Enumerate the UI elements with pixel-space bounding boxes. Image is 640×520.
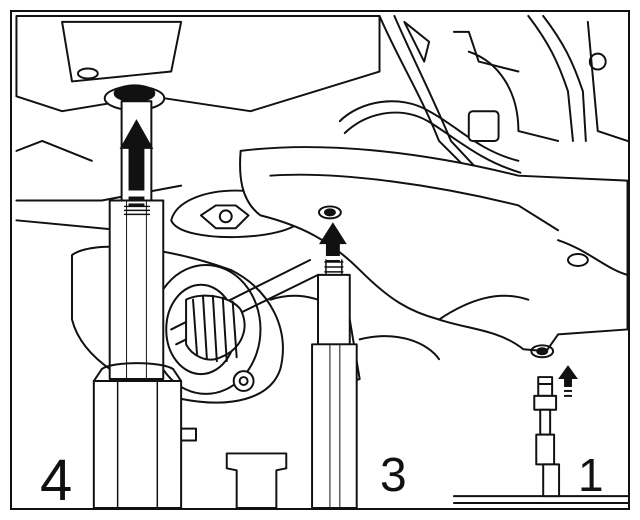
jack-4 [92,84,183,508]
small-lift-arrow-icon [558,365,578,397]
lower-parts [175,427,628,508]
control-arm [239,146,628,359]
jack-1 [533,376,561,498]
callout-3: 3 [380,449,407,502]
arrow-dashes [128,196,340,262]
lift-arrow-icon [119,119,347,257]
vehicle-underbody [15,14,381,232]
suspension-illustration [15,14,628,508]
brake-lines [338,14,628,174]
callout-4: 4 [40,448,73,510]
figure-frame: 4 3 1 [10,10,630,510]
cv-boot [170,259,320,363]
jack-3 [311,259,358,508]
callout-1: 1 [578,449,604,501]
